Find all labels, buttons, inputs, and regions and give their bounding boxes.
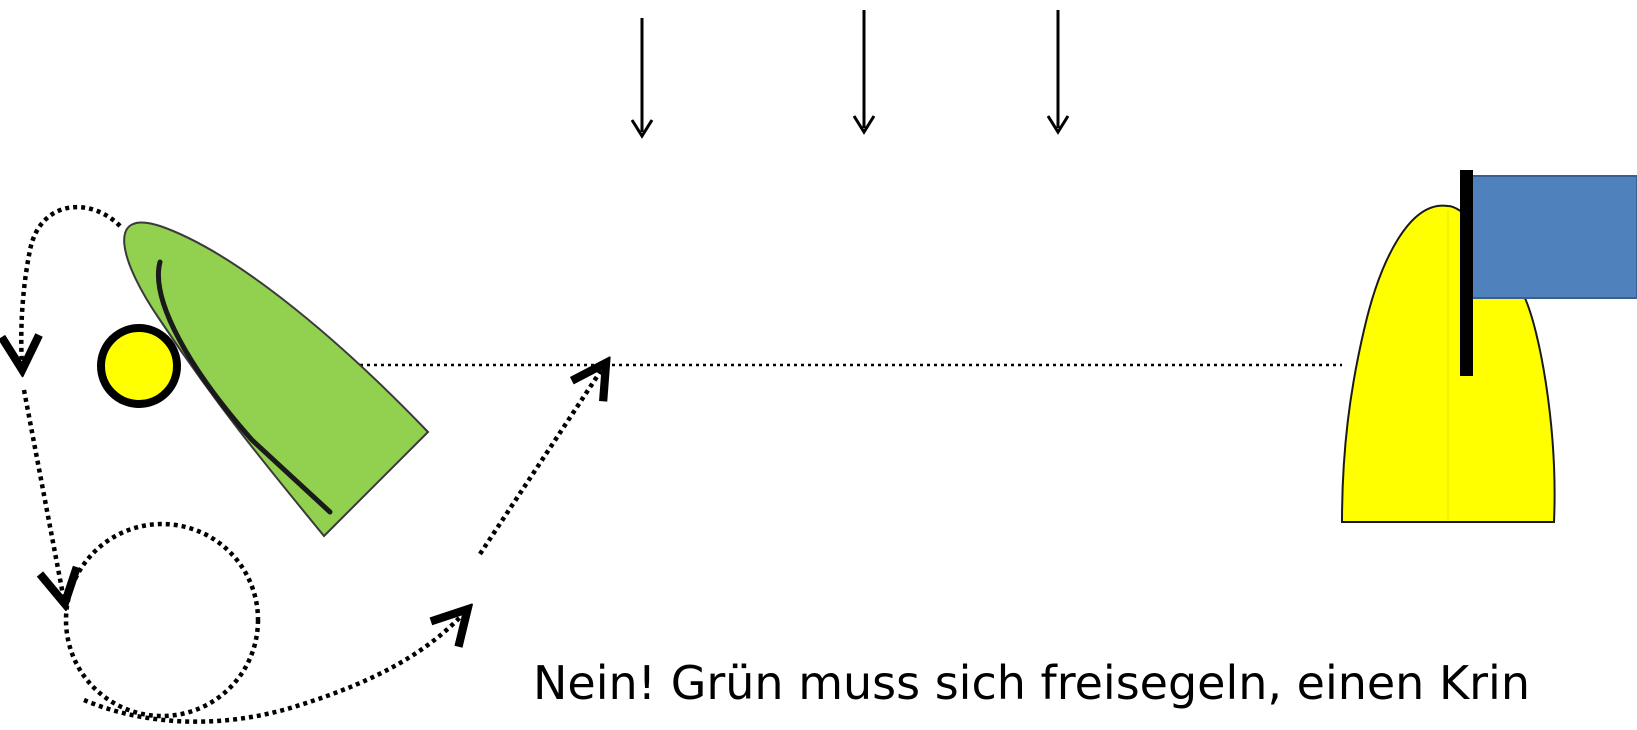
penalty-turn-circle	[63, 521, 261, 719]
path-segment-ducking	[21, 204, 122, 366]
buoy-icon	[97, 324, 181, 408]
wind-arrows	[630, 10, 1070, 139]
penalty-path	[21, 204, 604, 724]
green-boat-sail	[156, 259, 333, 515]
path-segment-exit	[83, 612, 465, 724]
blue-flag	[1467, 175, 1637, 299]
path-segment-approach	[478, 366, 604, 556]
flag-pole	[1460, 170, 1473, 376]
down-arrow-icon	[630, 18, 654, 139]
diagram-caption: Nein! Grün muss sich freisegeln, einen K…	[533, 656, 1530, 710]
path-segment-descent	[21, 389, 64, 600]
down-arrow-icon	[852, 10, 876, 135]
down-arrow-icon	[1046, 10, 1070, 135]
green-boat	[123, 221, 430, 538]
